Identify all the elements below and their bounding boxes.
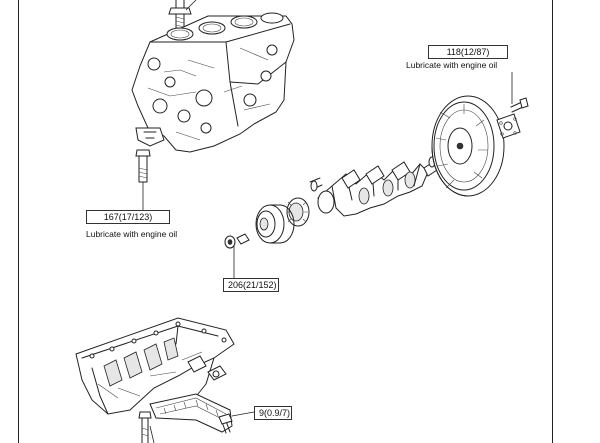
crank-pulley-bolt-torque-label: 118(12/87) xyxy=(428,45,508,59)
cylinder-block-illustration xyxy=(131,12,295,153)
crank-pulley-bolt-note: Lubricate with engine oil xyxy=(406,60,498,70)
lower-left-bolt-illustration xyxy=(138,411,155,443)
oil-pan-bolt-illustration xyxy=(218,411,255,434)
pulley-nut-illustration xyxy=(224,233,250,278)
pulley-nut-torque-label: 206(21/152) xyxy=(223,278,279,292)
right-frame-line xyxy=(552,0,553,443)
oil-pan-illustration xyxy=(75,317,235,415)
oil-pan-bolt-torque-label: 9(0.9/7) xyxy=(254,406,292,420)
flywheel-bolt-illustration xyxy=(510,72,529,113)
main-bearing-bolt-torque-label: 167(17/123) xyxy=(86,210,170,224)
main-bearing-bolt-note: Lubricate with engine oil xyxy=(86,229,178,239)
left-frame-line xyxy=(18,0,19,443)
flywheel-plate-illustration xyxy=(496,113,521,139)
crank-pulley-illustration xyxy=(255,204,295,244)
oil-pan-gasket-illustration xyxy=(149,393,233,433)
crankshaft-illustration xyxy=(309,156,441,217)
top-bolt-illustration xyxy=(168,0,197,29)
main-bearing-bolt-illustration xyxy=(135,149,151,210)
flywheel-illustration xyxy=(431,95,505,197)
